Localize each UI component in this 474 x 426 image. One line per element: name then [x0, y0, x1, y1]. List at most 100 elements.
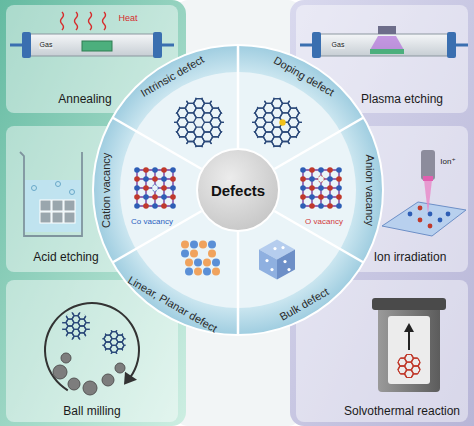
milling-ball: [102, 374, 114, 386]
hexagon-ring: [296, 113, 307, 123]
lattice-atom: [143, 203, 149, 209]
lattice-atom: [336, 167, 342, 173]
wheel-ring: [93, 45, 383, 335]
lattice-atom: [418, 206, 423, 211]
lattice-atom: [327, 176, 333, 182]
etched-crystal: [64, 200, 75, 211]
milling-ball: [68, 378, 80, 390]
lattice-atom: [152, 203, 158, 209]
hexagon-ring: [210, 99, 221, 109]
lattice-atom: [152, 176, 158, 182]
method-illustrations: [10, 12, 468, 395]
lattice-atom: [336, 203, 342, 209]
gas-pipe: [162, 44, 174, 47]
lattice-atom: [309, 167, 315, 173]
dopant-atom: [279, 119, 285, 125]
hexagon-ring: [288, 137, 299, 147]
bubble: [32, 186, 37, 191]
sphere-atom: [194, 268, 202, 276]
sphere-atom: [212, 268, 220, 276]
quartz-tube: [314, 34, 454, 56]
lattice-atom: [134, 185, 140, 191]
hexagon-ring: [84, 329, 92, 336]
method-caption: Plasma etching: [361, 93, 443, 107]
lattice-atom: [152, 194, 158, 200]
hexagon-ring: [418, 362, 427, 370]
lattice-atom: [170, 185, 176, 191]
hexagon-ring: [411, 350, 420, 358]
sphere-atom: [212, 259, 220, 267]
lattice-atom: [134, 167, 140, 173]
hexagon-ring: [122, 332, 130, 339]
sphere-atom: [203, 259, 211, 267]
honeycomb-lattice: [60, 309, 92, 344]
lattice-atom: [300, 176, 306, 182]
lattice-atom: [143, 194, 149, 200]
honeycomb-lattice: [391, 347, 427, 386]
honeycomb-lattice: [98, 325, 130, 360]
sphere-atom: [185, 268, 193, 276]
hexagon-ring: [218, 122, 229, 132]
etched-crystal: [52, 212, 63, 223]
lattice-atom: [170, 167, 176, 173]
lattice-atom: [170, 203, 176, 209]
pore: [265, 259, 268, 262]
sphere-atom: [208, 250, 216, 258]
plasma-beam: [370, 36, 404, 50]
sample-boat: [82, 41, 112, 51]
hexagon-ring: [210, 137, 221, 147]
lattice-atom: [143, 185, 149, 191]
pore: [270, 268, 273, 271]
lattice-atom: [300, 203, 306, 209]
vacancy-label: Co vacancy: [131, 217, 173, 226]
lattice-atom: [446, 212, 451, 217]
bubble: [70, 190, 75, 195]
arrow-head: [404, 323, 414, 332]
lattice-atom: [327, 194, 333, 200]
lattice-atom: [300, 194, 306, 200]
gas-pipe: [456, 44, 468, 47]
pore: [281, 246, 284, 249]
autoclave-body: [378, 306, 440, 392]
etched-crystal: [40, 200, 51, 211]
lattice-atom: [428, 212, 433, 217]
hexagon-ring: [272, 89, 283, 99]
tube-cap: [153, 32, 162, 58]
pore: [273, 247, 276, 250]
hexagon-ring: [122, 339, 130, 346]
hexagon-ring: [84, 316, 92, 323]
lattice-atom: [327, 185, 333, 191]
ion-beam: [424, 180, 432, 214]
lattice-atom: [300, 167, 306, 173]
lattice-atom: [428, 224, 433, 229]
sphere-atom: [194, 259, 202, 267]
segment-divider: [112, 211, 201, 263]
sphere-atom: [199, 241, 207, 249]
milling-ball: [115, 363, 125, 373]
etched-crystal: [64, 212, 75, 223]
cube-right: [277, 250, 295, 280]
sphere-atom: [190, 241, 198, 249]
lattice-atom: [134, 176, 140, 182]
teflon-liner: [388, 316, 430, 384]
segment-divider: [237, 232, 240, 335]
lattice-atom: [170, 176, 176, 182]
hexagon-ring: [218, 113, 229, 123]
autoclave-lid: [372, 298, 446, 310]
cube-left: [259, 250, 277, 280]
growth-arrow: [408, 330, 410, 350]
sphere-atom: [208, 241, 216, 249]
sphere-atom: [185, 259, 193, 267]
gas-label: Gas: [39, 41, 54, 49]
etched-crystal: [40, 212, 51, 223]
lattice-atom: [418, 218, 423, 223]
lattice-atom: [143, 167, 149, 173]
tube-cap: [312, 32, 321, 58]
lattice-atom: [318, 203, 324, 209]
lattice-atom: [336, 176, 342, 182]
etched-crystal: [52, 200, 63, 211]
method-caption: Ion irradiation: [374, 251, 447, 265]
hexagon-ring: [218, 132, 229, 142]
lattice-atom: [327, 203, 333, 209]
ion-gun: [421, 150, 435, 180]
